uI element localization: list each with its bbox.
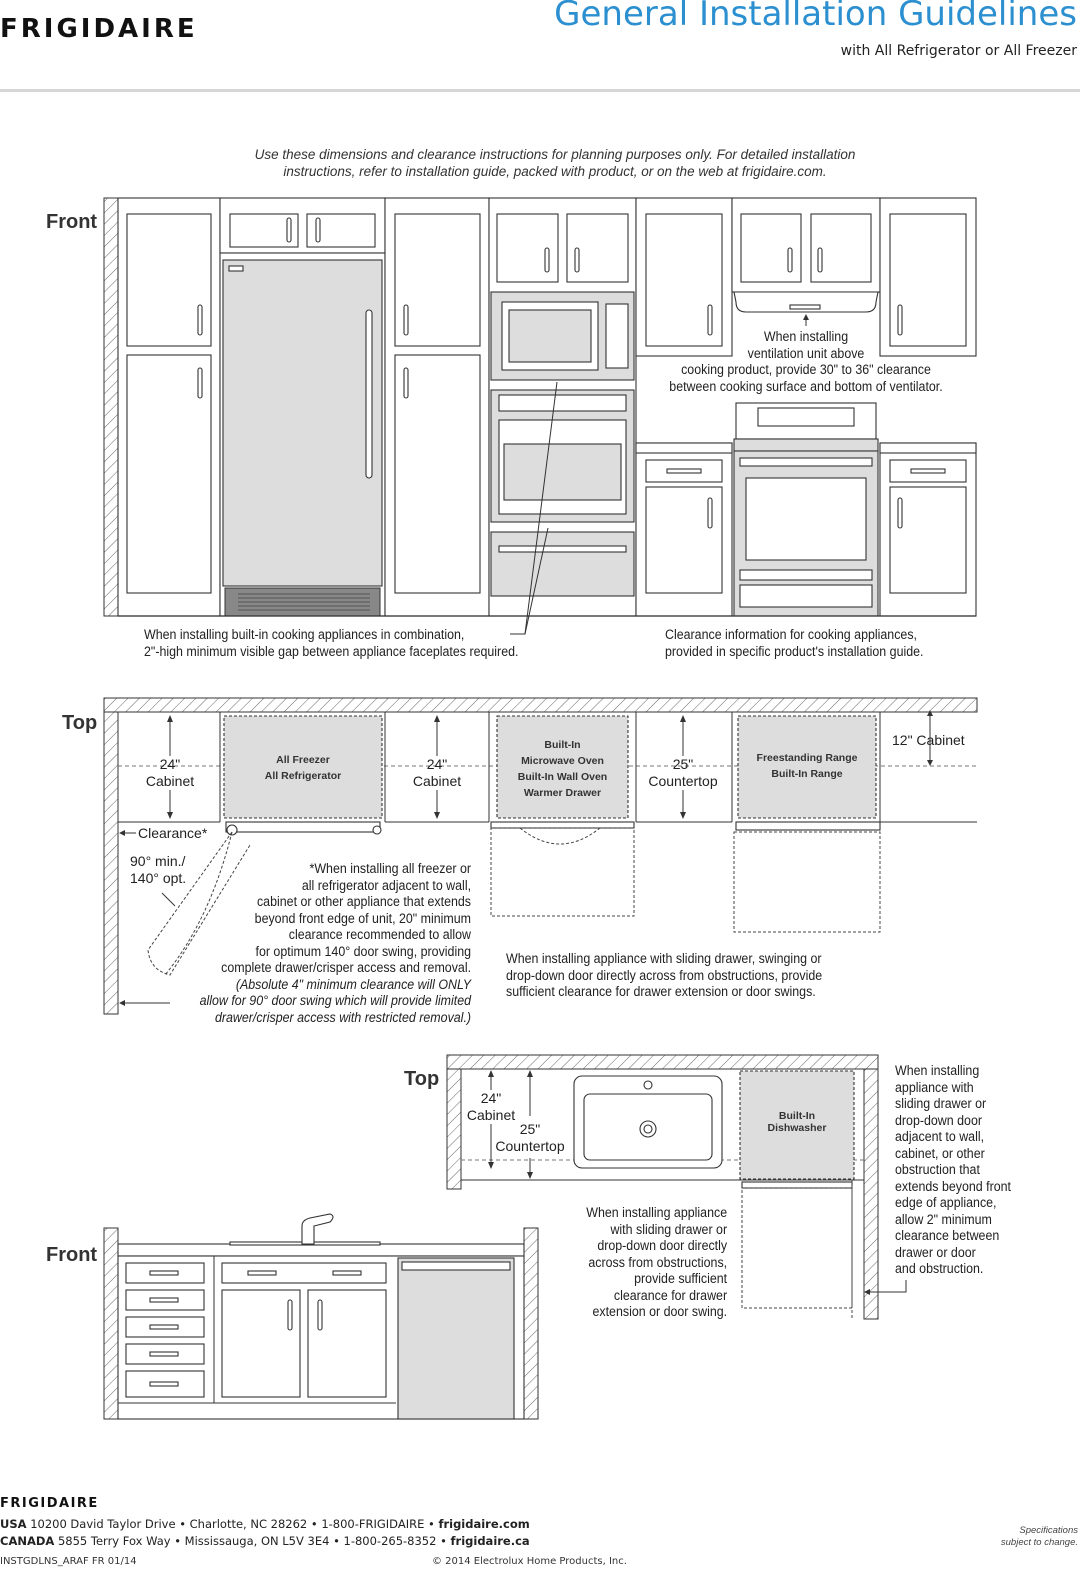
footer-copyright: © 2014 Electrolux Home Products, Inc. [432, 1556, 627, 1567]
section-label-front-sink: Front [46, 1244, 98, 1266]
section-label-top: Top [62, 712, 98, 734]
page-title: General Installation Guidelines [554, 0, 1077, 34]
footer-usa-link[interactable]: frigidaire.com [438, 1517, 530, 1531]
swing-label: 90° min./140° opt. [130, 853, 187, 886]
footer-logo: FRIGIDAIRE [0, 1496, 99, 1511]
dim-24-cabinet-right: 24"Cabinet [412, 756, 462, 789]
page-subtitle: with All Refrigerator or All Freezer [840, 43, 1077, 59]
section-label-top-sink: Top [404, 1068, 440, 1090]
dim-12-cabinet: 12" Cabinet [892, 732, 965, 748]
sink-dim-24-cabinet: 24"Cabinet [466, 1090, 516, 1123]
footer-usa: USA 10200 David Taylor Drive • Charlotte… [0, 1517, 530, 1531]
drawer-note: When installing appliance with sliding d… [506, 951, 823, 999]
footer-canada: CANADA 5855 Terry Fox Way • Mississauga,… [0, 1534, 530, 1548]
sink-dim-25-countertop: 25"Countertop [495, 1121, 565, 1154]
section-label-front: Front [46, 211, 98, 233]
frigidaire-logo: FRIGIDAIRE [0, 14, 198, 44]
clearance-note: Clearance information for cooking applia… [665, 627, 924, 659]
top-kitchen-drawing [103, 697, 978, 1015]
intro-text: Use these dimensions and clearance instr… [254, 147, 856, 179]
dim-24-cabinet-left: 24"Cabinet [145, 756, 195, 789]
front-kitchen-drawing [103, 197, 977, 635]
combo-note: When installing built-in cooking applian… [144, 627, 519, 659]
footer-canada-link[interactable]: frigidaire.ca [450, 1534, 530, 1548]
dim-25-countertop: 25"Countertop [648, 756, 718, 789]
header-divider [0, 89, 1080, 92]
footer-doc-code: INSTGDLNS_ARAF FR 01/14 [0, 1556, 137, 1567]
top-sink-drawing [446, 1054, 907, 1320]
clearance-label: Clearance* [138, 825, 208, 841]
front-sink-drawing [103, 1213, 539, 1420]
